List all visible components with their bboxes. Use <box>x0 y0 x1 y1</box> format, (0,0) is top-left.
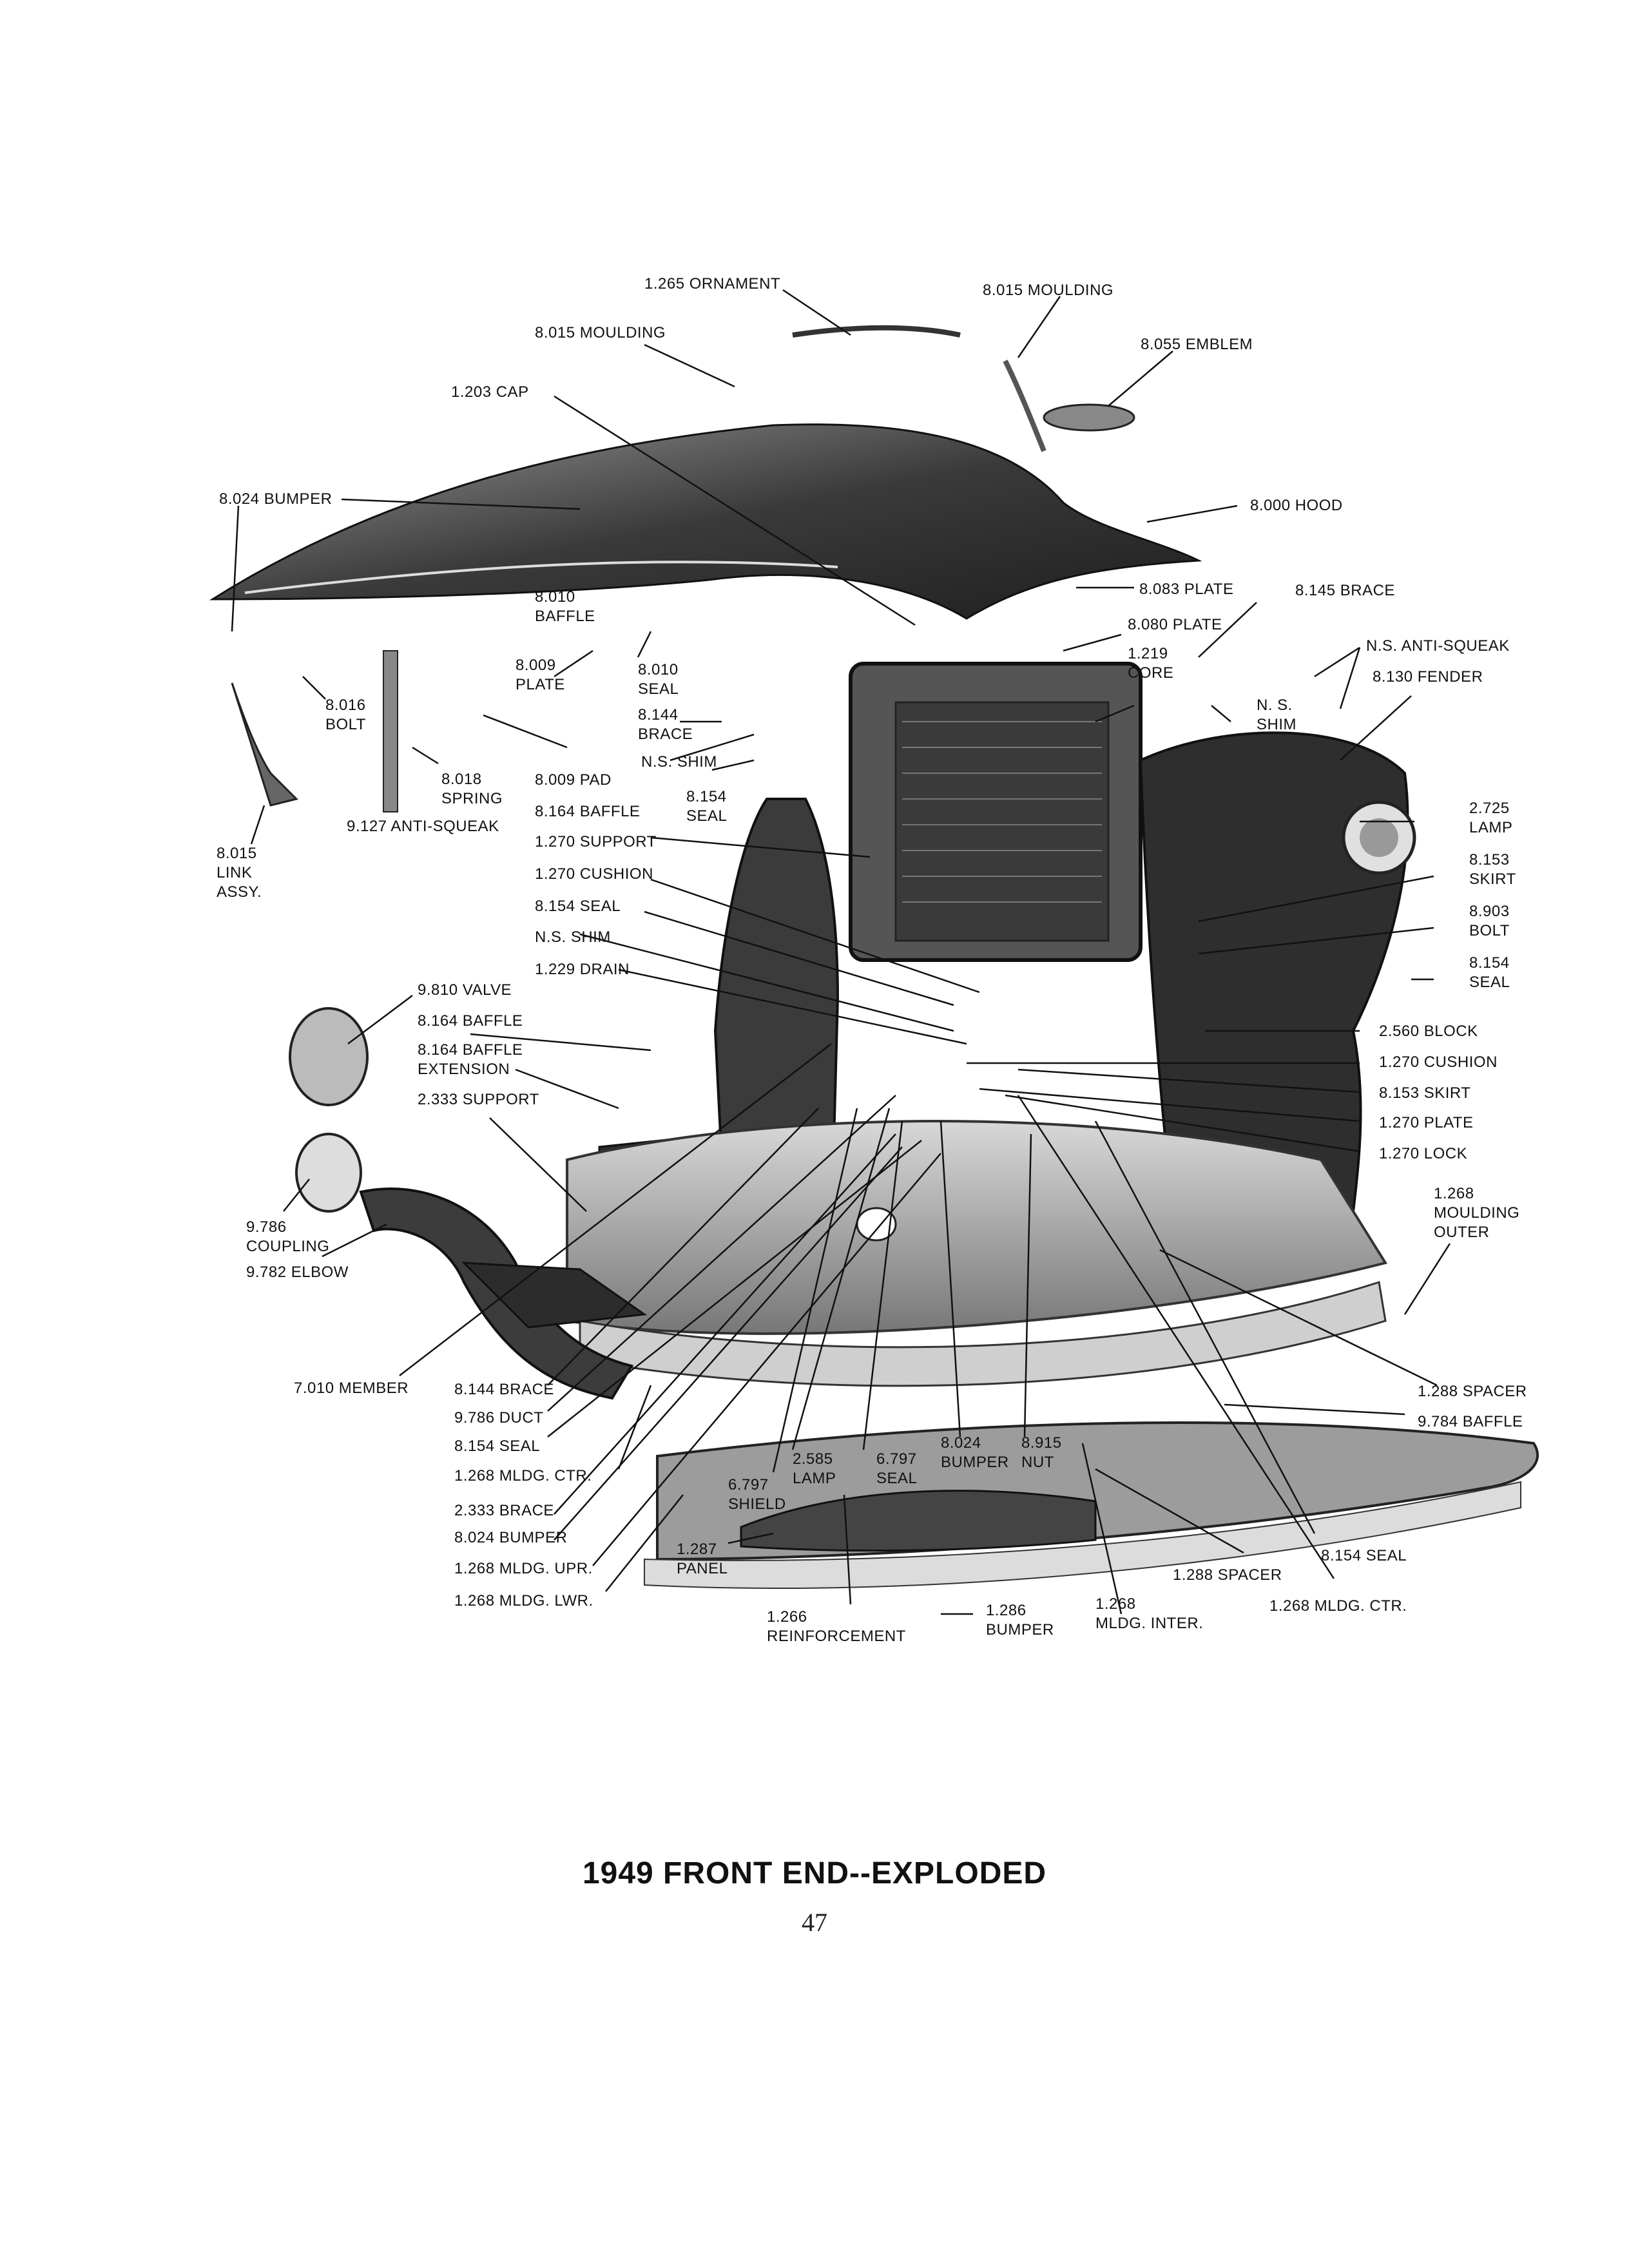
label-mldg-lwr: 1.268 MLDG. LWR. <box>454 1592 593 1610</box>
label-baffle-8164-b: 8.164 BAFFLE <box>418 1012 523 1030</box>
label-plate-8083: 8.083 PLATE <box>1139 581 1234 598</box>
label-bumper-8024-b: 8.024 BUMPER <box>454 1529 568 1546</box>
label-plate-1270: 1.270 PLATE <box>1379 1114 1474 1131</box>
label-seal-8154-b: 8.154 SEAL <box>535 898 621 915</box>
label-pad: 8.009 PAD <box>535 771 612 789</box>
label-antisqueak-9127: 9.127 ANTI-SQUEAK <box>347 818 499 835</box>
label-seal-8154-d: 8.154 SEAL <box>454 1437 541 1455</box>
radiator-illustration <box>849 662 1142 962</box>
bumper-illustration <box>644 1421 1539 1589</box>
label-brace-8145: 8.145 BRACE <box>1295 582 1395 599</box>
label-block: 2.560 BLOCK <box>1379 1023 1478 1040</box>
label-ns-antisqueak: N.S. ANTI-SQUEAK <box>1366 637 1510 655</box>
label-skirt-8153-b: 8.153 SKIRT <box>1379 1084 1471 1102</box>
label-ns-shim-mid: N.S. SHIM <box>641 753 717 771</box>
label-bumper-top: 8.024 BUMPER <box>219 490 333 508</box>
label-brace-2333: 2.333 BRACE <box>454 1502 554 1519</box>
label-cap: 1.203 CAP <box>451 383 529 401</box>
label-mldg-ctr-right: 1.268 MLDG. CTR. <box>1269 1597 1407 1615</box>
label-valve: 9.810 VALVE <box>418 981 512 999</box>
label-baffle-9784: 9.784 BAFFLE <box>1418 1413 1523 1430</box>
label-plate-8080: 8.080 PLATE <box>1128 616 1222 633</box>
label-drain: 1.229 DRAIN <box>535 961 630 978</box>
label-cushion-1270-b: 1.270 CUSHION <box>1379 1053 1498 1071</box>
left-parts-illustration <box>231 650 648 1400</box>
label-mldg-ctr-left: 1.268 MLDG. CTR. <box>454 1467 592 1485</box>
label-brace-8144-b: 8.144 BRACE <box>454 1381 554 1398</box>
label-emblem: 8.055 EMBLEM <box>1141 336 1253 353</box>
label-member: 7.010 MEMBER <box>294 1379 409 1397</box>
label-seal-8154-e: 8.154 SEAL <box>1321 1547 1407 1564</box>
label-elbow: 9.782 ELBOW <box>246 1264 349 1281</box>
page-caption: 1949 FRONT END--EXPLODED <box>582 1856 1047 1890</box>
label-duct: 9.786 DUCT <box>454 1409 544 1427</box>
label-spacer-1288-b: 1.288 SPACER <box>1173 1566 1282 1584</box>
hood-illustration <box>209 325 1202 620</box>
grille-illustration <box>566 1120 1388 1387</box>
label-lock-1270: 1.270 LOCK <box>1379 1145 1468 1162</box>
label-baffle-8164: 8.164 BAFFLE <box>535 803 641 820</box>
label-moulding-top-right: 8.015 MOULDING <box>983 282 1114 299</box>
label-ns-shim-low: N.S. SHIM <box>535 928 611 946</box>
label-mldg-upr: 1.268 MLDG. UPR. <box>454 1560 593 1577</box>
label-cushion-1270-a: 1.270 CUSHION <box>535 865 653 883</box>
label-ornament: 1.265 ORNAMENT <box>644 275 781 293</box>
label-ns-shim-right: N. S.SHIM <box>1257 697 1296 733</box>
label-support-2333: 2.333 SUPPORT <box>418 1091 539 1108</box>
leader-lines <box>231 289 1451 1615</box>
label-fender: 8.130 FENDER <box>1373 668 1483 686</box>
label-moulding-top-left: 8.015 MOULDING <box>535 324 666 341</box>
page-number: 47 <box>802 1908 827 1937</box>
label-spacer-1288-a: 1.288 SPACER <box>1418 1383 1527 1400</box>
label-hood: 8.000 HOOD <box>1250 497 1343 514</box>
label-support-1270: 1.270 SUPPORT <box>535 833 657 850</box>
